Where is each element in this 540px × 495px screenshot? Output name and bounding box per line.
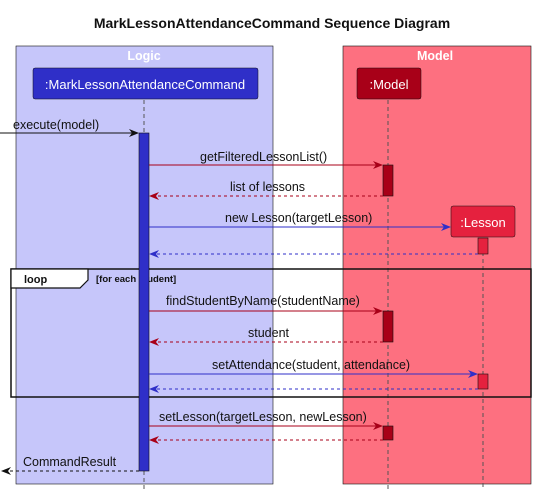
lesson-participant: :Lesson xyxy=(450,205,516,238)
diagram-title: MarkLessonAttendanceCommand Sequence Dia… xyxy=(94,15,450,31)
model-activation-2 xyxy=(382,310,394,343)
student-return-label: student xyxy=(248,326,290,340)
command-result-label: CommandResult xyxy=(23,455,117,469)
model-activation-1 xyxy=(382,164,394,197)
model-box-title: Model xyxy=(417,49,453,63)
list-of-lessons-label: list of lessons xyxy=(230,180,305,194)
model-participant: :Model xyxy=(356,67,422,100)
new-lesson-label: new Lesson(targetLesson) xyxy=(225,211,372,225)
model-activation-3 xyxy=(382,425,394,441)
lesson-activation-1 xyxy=(477,237,489,255)
get-filtered-lesson-list-label: getFilteredLessonList() xyxy=(200,150,327,164)
lesson-participant-label: :Lesson xyxy=(460,215,506,230)
model-participant-label: :Model xyxy=(369,77,408,92)
command-participant-label: :MarkLessonAttendanceCommand xyxy=(45,77,245,92)
model-box xyxy=(342,45,532,485)
loop-frame: loop [for each student] xyxy=(10,268,532,398)
loop-keyword: loop xyxy=(24,274,47,286)
execute-label: execute(model) xyxy=(13,118,99,132)
loop-guard: [for each student] xyxy=(96,274,176,285)
command-participant: :MarkLessonAttendanceCommand xyxy=(32,67,259,100)
set-lesson-label: setLesson(targetLesson, newLesson) xyxy=(159,410,367,424)
command-activation xyxy=(138,132,150,472)
lesson-activation-2 xyxy=(477,373,489,390)
find-student-label: findStudentByName(studentName) xyxy=(166,294,360,308)
logic-box-title: Logic xyxy=(127,49,160,63)
set-attendance-label: setAttendance(student, attendance) xyxy=(212,358,410,372)
